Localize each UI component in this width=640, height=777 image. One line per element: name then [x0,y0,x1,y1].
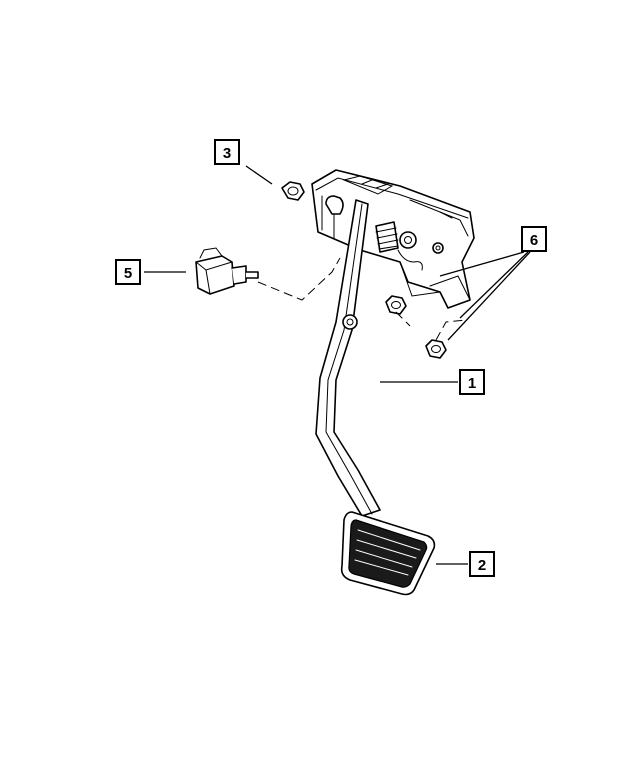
callout-3-label: 3 [223,145,231,162]
callout-3: 3 [214,139,240,165]
callout-2: 2 [469,551,495,577]
return-spring [375,221,423,271]
pedal-arm [315,199,381,517]
callout-6: 6 [521,226,547,252]
callout-5-label: 5 [124,265,132,282]
stop-lamp-switch [195,247,259,295]
nut-part-3 [281,181,305,201]
callout-6-label: 6 [530,232,538,249]
pedal-pad [340,511,436,596]
install-guides [257,257,467,341]
callout-2-label: 2 [478,557,486,574]
leader-lines [144,165,531,565]
callout-1: 1 [459,369,485,395]
nut-part-6-lower [425,339,447,359]
callout-5: 5 [115,259,141,285]
nut-part-6-upper [385,295,407,315]
callout-1-label: 1 [468,375,476,392]
